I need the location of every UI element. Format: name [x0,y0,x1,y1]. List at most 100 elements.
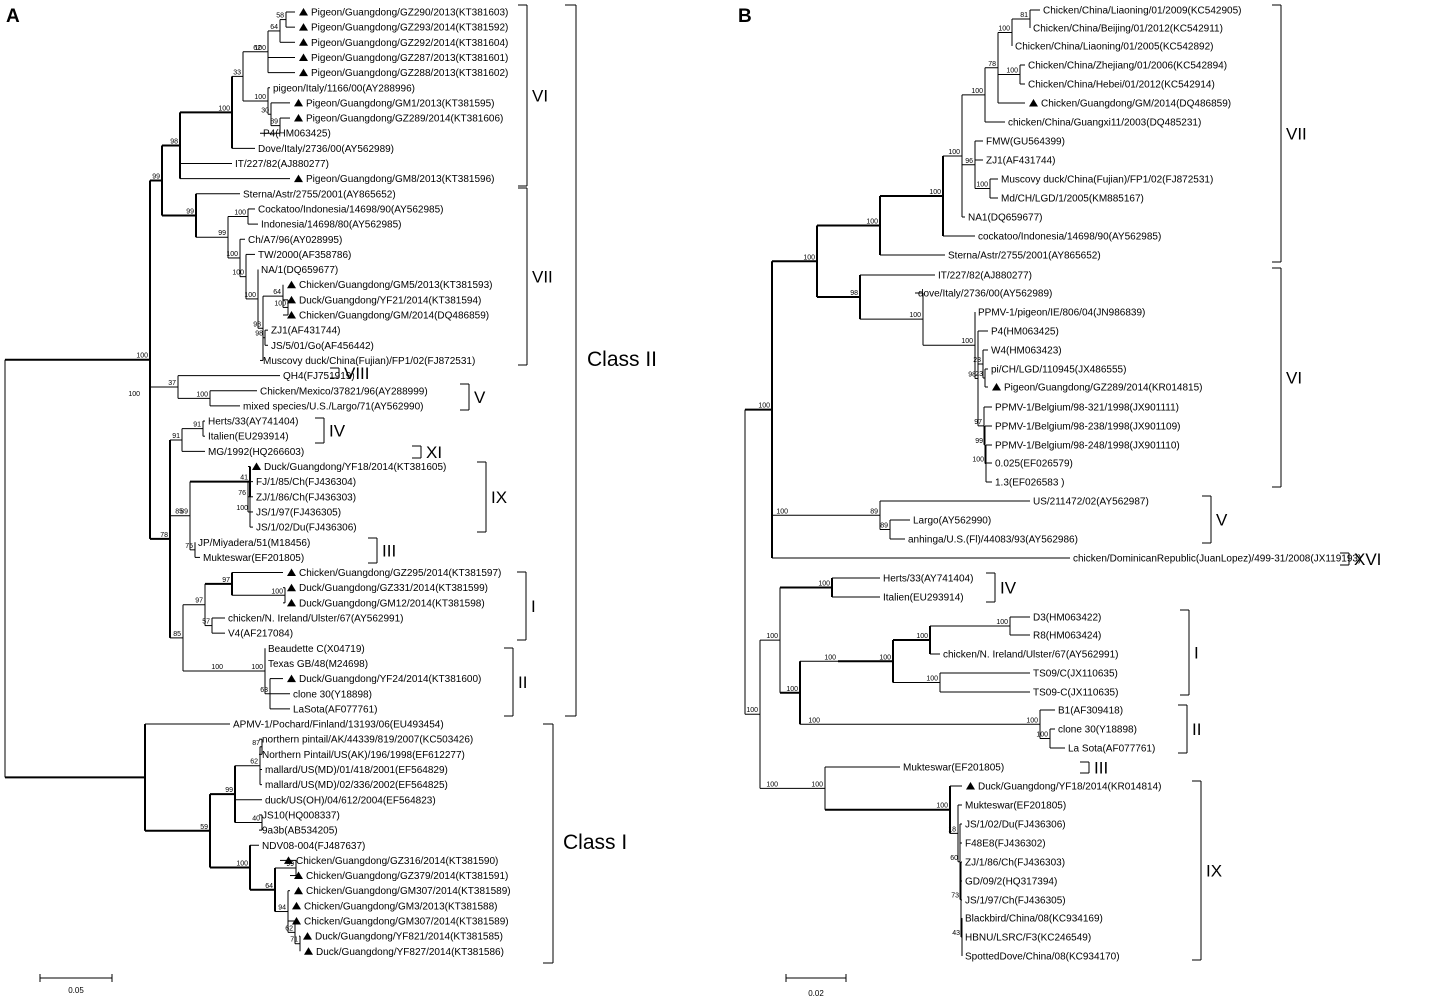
leaf-label: MG/1992(HQ266603) [208,447,304,458]
leaf-label: P4(HM063425) [991,327,1059,338]
bootstrap-value: 100 [879,654,891,661]
marker-triangle-icon [304,947,313,955]
leaf-label: GD/09/2(HQ317394) [965,877,1057,888]
leaf-label: chicken/China/Guangxi11/2003(DQ485231) [1008,118,1201,129]
leaf-label: Chicken/Guangdong/GM/2014(DQ486859) [1041,99,1231,110]
bootstrap-value: 100 [786,686,798,693]
leaf-label: chicken/N. Ireland/Ulster/67(AY562991) [943,650,1118,661]
leaf-label: LaSota(AF077761) [293,704,378,715]
bootstrap-value: 81 [1020,12,1028,19]
leaf-label: HBNU/LSRC/F3(KC246549) [965,933,1091,944]
leaf-label: ZJ/1/86/Ch(FJ436303) [256,492,356,503]
leaf-label: Ch/A7/96(AY028995) [248,235,342,246]
bootstrap-value: 100 [976,182,988,189]
leaf-label: Duck/Guangdong/YF18/2014(KR014814) [978,782,1161,793]
leaf-label: Chicken/Guangdong/GM3/2013(KT381588) [304,901,497,912]
bootstrap-value: 100 [196,391,208,398]
leaf-label: Chicken/Guangdong/GM/2014(DQ486859) [299,311,489,322]
leaf-label: Pigeon/Guangdong/GZ289/2014(KR014815) [1004,383,1202,394]
marker-triangle-icon [292,901,301,910]
bootstrap-value: 96 [965,158,973,165]
bootstrap-value: 100 [808,717,820,724]
leaf-label: Duck/Guangdong/YF24/2014(KT381600) [299,674,481,685]
bootstrap-value: 100 [128,391,140,398]
bootstrap-value: 64 [273,289,281,296]
bootstrap-value: 100 [929,189,941,196]
bootstrap-value: 99 [218,230,226,237]
leaf-label: chicken/DominicanRepublic(JuanLopez)/499… [1073,554,1361,565]
bootstrap-value: 100 [254,45,266,52]
leaf-label: JS10(HQ008337) [262,810,340,821]
genotype-label: II [518,673,527,692]
bootstrap-value: 100 [218,105,230,112]
bootstrap-value: 98 [253,321,261,328]
leaf-label: mallard/US(MD)/02/336/2002(EF564825) [265,780,448,791]
bootstrap-value: 76 [238,490,246,497]
leaf-label: Largo(AY562990) [913,516,991,527]
bootstrap-value: 23 [975,371,983,378]
bootstrap-value: 100 [274,300,286,307]
bootstrap-value: 98 [850,290,858,297]
bootstrap-value: 100 [766,633,778,640]
leaf-label: Mukteswar(EF201805) [203,553,304,564]
bootstrap-value: 98 [255,331,263,338]
marker-triangle-icon [992,383,1001,391]
marker-triangle-icon [287,280,296,289]
leaf-label: Italien(EU293914) [883,593,964,604]
marker-triangle-icon [294,871,303,880]
leaf-label: ZJ1(AF431744) [986,156,1055,167]
leaf-label: Chicken/China/Beijing/01/2012(KC542911) [1033,24,1223,35]
bootstrap-value: 100 [972,457,984,464]
marker-triangle-icon [966,782,975,790]
leaf-label: Chicken/Guangdong/GZ379/2014(KT381591) [306,871,508,882]
leaf-label: Chicken/Mexico/37821/96(AY288999) [260,386,428,397]
genotype-label: V [474,388,486,407]
genotype-label: VI [1286,369,1302,388]
leaf-label: Texas GB/48(M24698) [268,659,368,670]
leaf-label: Pigeon/Guangdong/GZ287/2013(KT381601) [311,53,508,64]
leaf-label: Chicken/Guangdong/GM5/2013(KT381593) [299,280,492,291]
leaf-label: Chicken/Guangdong/GZ295/2014(KT381597) [299,568,501,579]
leaf-label: Md/CH/LGD/1/2005(KM885167) [1001,194,1144,205]
genotype-label: III [1094,759,1108,778]
panel-label-a: A [6,6,20,27]
leaf-label: Pigeon/Guangdong/GZ292/2014(KT381604) [311,38,508,49]
bootstrap-value: 100 [746,707,758,714]
leaf-label: W4(HM063423) [991,346,1062,357]
scale-label: 0.05 [68,986,84,995]
bootstrap-value: 100 [926,676,938,683]
bootstrap-value: 99 [186,209,194,216]
bootstrap-value: 99 [975,438,983,445]
leaf-label: JS/1/97/Ch(FJ436305) [965,896,1066,907]
leaf-label: 1.3(EF026583 ) [995,478,1065,489]
leaf-label: Northern Pintail/US(AK)/196/1998(EF61227… [262,750,465,761]
marker-triangle-icon [287,568,296,577]
leaf-label: Herts/33(AY741404) [208,417,298,428]
leaf-label: 0.025(EF026579) [995,459,1073,470]
leaf-label: PPMV-1/Belgium/98-238/1998(JX901109) [995,422,1180,433]
marker-triangle-icon [294,886,303,895]
bootstrap-value: 100 [1026,717,1038,724]
bootstrap-value: 62 [253,45,261,52]
bootstrap-value: 64 [265,883,273,890]
leaf-label: Herts/33(AY741404) [883,574,973,585]
leaf-label: clone 30(Y18898) [293,689,372,700]
genotype-label: IV [329,422,346,441]
marker-triangle-icon [292,917,301,925]
leaf-label: La Sota(AF077761) [1068,744,1155,755]
marker-triangle-icon [299,23,308,31]
bootstrap-value: 59 [200,824,208,831]
leaf-label: Cockatoo/Indonesia/14698/90(AY562985) [258,204,444,215]
bootstrap-value: 100 [961,338,973,345]
leaf-label: Mukteswar(EF201805) [903,763,1004,774]
marker-triangle-icon [299,68,308,77]
bootstrap-value: 100 [766,781,778,788]
leaf-label: Sterna/Astr/2755/2001(AY865652) [948,251,1101,262]
leaf-label: Duck/Guangdong/GM12/2014(KT381598) [299,598,485,609]
bootstrap-value: 89 [870,508,878,515]
genotype-label: III [382,542,396,561]
bootstrap-value: 100 [226,251,238,258]
leaf-label: mixed species/U.S./Largo/71(AY562990) [243,401,423,412]
marker-triangle-icon [284,856,293,864]
